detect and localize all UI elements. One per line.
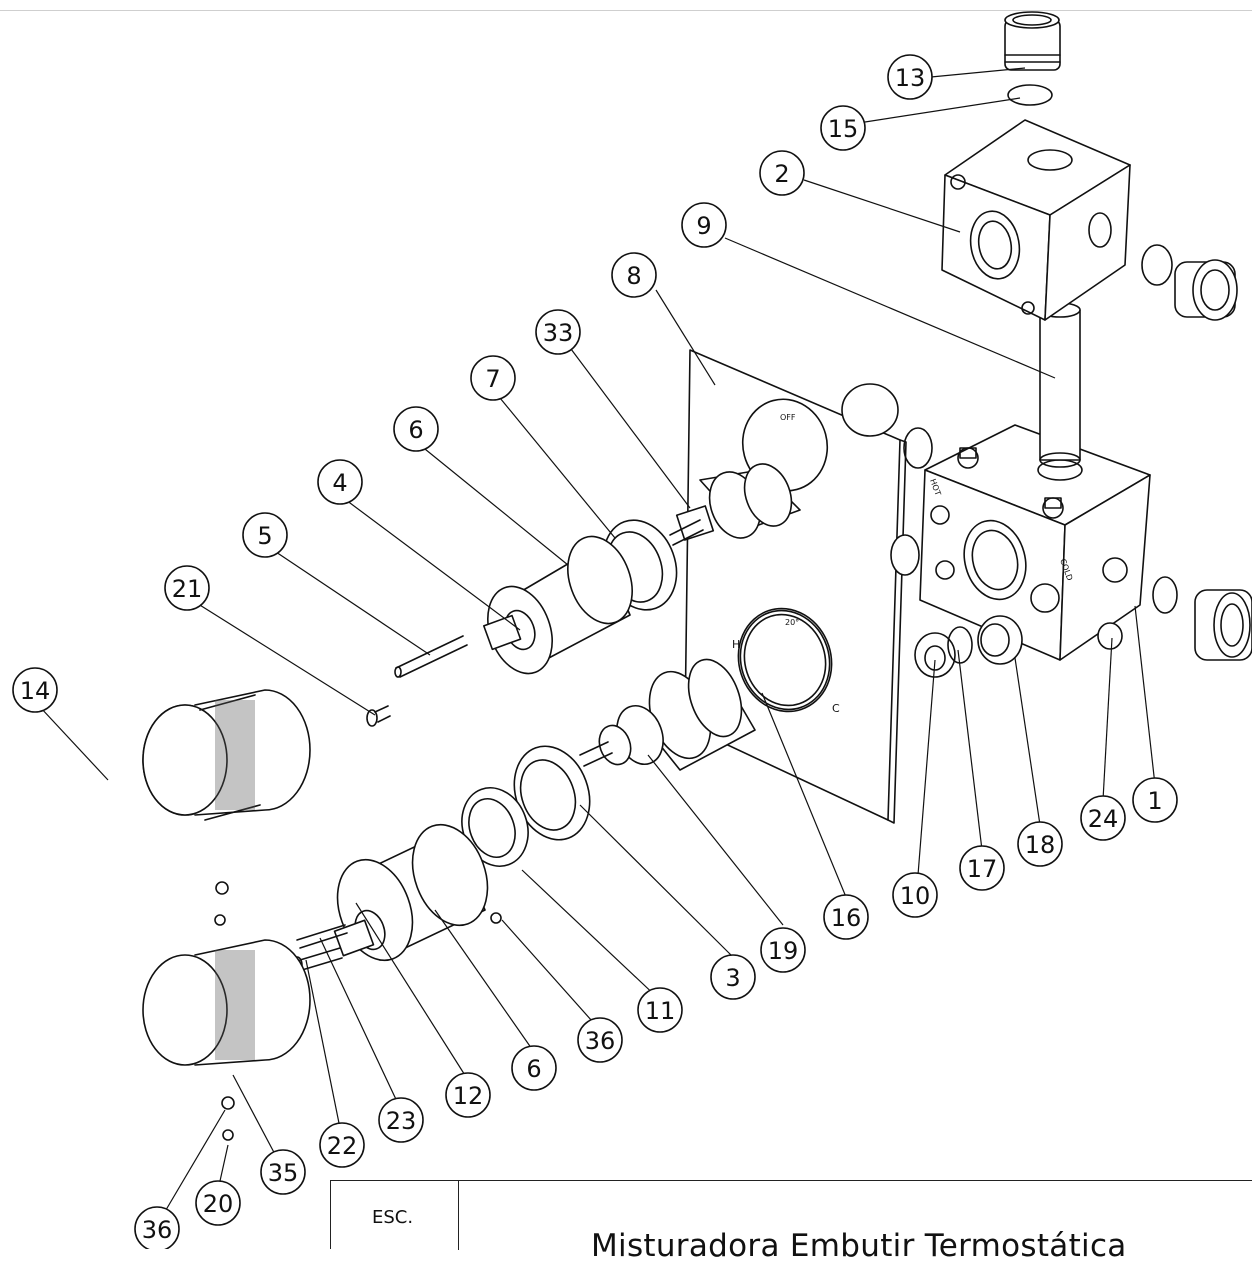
balloon-21: 21 [172, 575, 203, 603]
balloon-22: 22 [327, 1132, 358, 1160]
small-grub-lower-b [222, 1129, 234, 1141]
balloon-7: 7 [485, 365, 500, 393]
o-ring-top [1007, 84, 1053, 106]
balloon-12: 12 [453, 1082, 484, 1110]
balloon-18: 18 [1025, 831, 1056, 859]
diverter-cartridge [669, 463, 801, 546]
balloon-5: 5 [257, 522, 272, 550]
balloon-19: 19 [768, 937, 799, 965]
connector-pipe [1039, 302, 1081, 468]
plug [914, 632, 956, 678]
balloon-24: 24 [1088, 805, 1119, 833]
left-side-fittings [841, 383, 933, 576]
balloon-4: 4 [332, 469, 347, 497]
balloon-33: 33 [543, 319, 574, 347]
balloon-14: 14 [20, 677, 51, 705]
balloon-3: 3 [725, 964, 740, 992]
title-block: ESC. Misturadora Embutir Termostática [330, 1180, 1252, 1264]
small-grub-upper-b [214, 914, 226, 926]
balloon-13: 13 [895, 64, 926, 92]
balloon-35: 35 [268, 1159, 299, 1187]
side-fitting-lower [1152, 576, 1252, 661]
upper-block [941, 119, 1131, 321]
screw-upper [366, 705, 391, 727]
balloon-9: 9 [696, 212, 711, 240]
small-grub-mid [490, 912, 502, 924]
balloon-15: 15 [828, 115, 859, 143]
part-balloons [12, 54, 1178, 1249]
balloon-23: 23 [386, 1107, 417, 1135]
scale-label: ESC. [372, 1207, 414, 1228]
pin-upper [394, 635, 468, 678]
small-grub-lower-a [221, 1096, 235, 1110]
side-fitting-upper [1141, 244, 1238, 321]
balloon-6-lower: 6 [526, 1055, 541, 1083]
knob-lower [142, 939, 311, 1066]
balloon-17: 17 [967, 855, 998, 883]
balloon-2: 2 [774, 160, 789, 188]
top-border-line [0, 10, 1252, 11]
balloon-1: 1 [1147, 787, 1162, 815]
lower-spindle [333, 919, 375, 957]
svg-text:H: H [732, 638, 740, 651]
svg-text:C: C [832, 702, 840, 715]
balloon-20: 20 [203, 1190, 234, 1218]
balloon-numbers: 13 15 2 9 8 33 7 6 4 5 21 14 1 24 18 17 … [20, 64, 1163, 1244]
top-cap [1004, 11, 1061, 71]
svg-text:20°: 20° [785, 618, 799, 627]
hex-nut [977, 615, 1023, 665]
knob-upper [142, 689, 311, 821]
scale-cell: ESC. [331, 1181, 459, 1250]
leader-lines [39, 67, 1156, 1221]
small-grub-upper-a [215, 881, 229, 895]
balloon-16: 16 [831, 904, 862, 932]
balloon-8: 8 [626, 262, 641, 290]
valve-body-main: COLD HOT [919, 424, 1151, 661]
seal-ring [739, 609, 831, 711]
thermostatic-cartridge [579, 658, 756, 771]
balloon-36-mid: 36 [585, 1027, 616, 1055]
svg-text:OFF: OFF [780, 413, 796, 422]
set-screw [1097, 622, 1123, 650]
balloon-11: 11 [645, 997, 676, 1025]
drawing-title: Misturadora Embutir Termostática [591, 1228, 1127, 1264]
pin-lower [296, 924, 348, 949]
balloon-36-lower: 36 [142, 1216, 173, 1244]
upper-adapter [487, 535, 633, 675]
balloon-10: 10 [900, 882, 931, 910]
balloon-6-upper: 6 [408, 416, 423, 444]
